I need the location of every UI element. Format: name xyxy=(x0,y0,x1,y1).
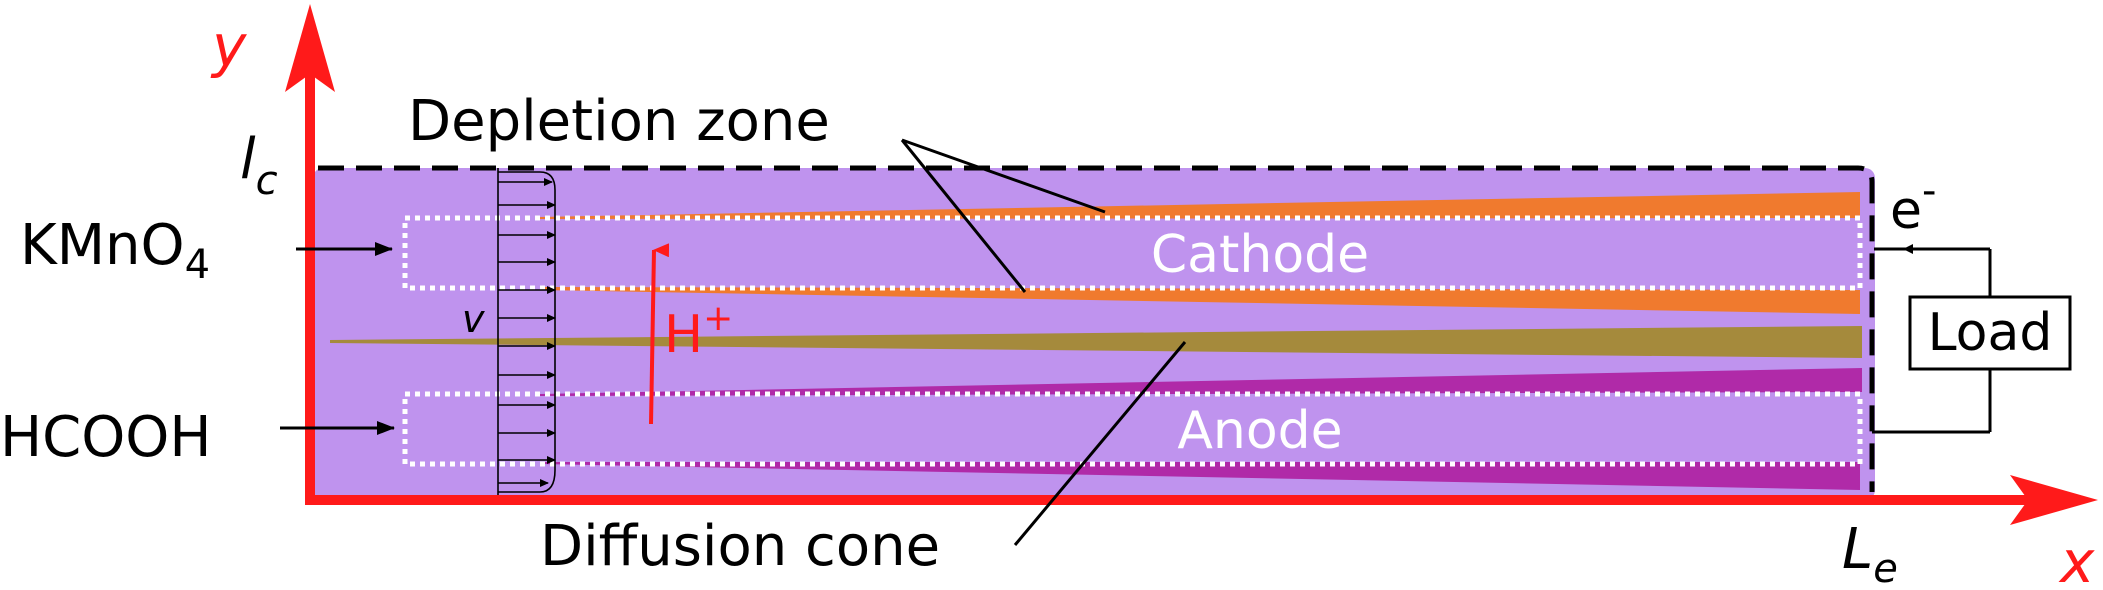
diffusion-cone-label: Diffusion cone xyxy=(540,514,940,579)
load-label: Load xyxy=(1928,303,2053,363)
x-axis-arrowhead xyxy=(2010,475,2098,525)
depletion-leader-upper xyxy=(901,138,1106,214)
y-axis-arrowhead xyxy=(285,4,335,92)
diffusion-cone xyxy=(330,326,1862,358)
y-axis-label: y xyxy=(210,12,247,80)
anode-depletion-top xyxy=(540,368,1862,396)
proton-transport-arrow xyxy=(649,243,670,425)
load-box xyxy=(1908,295,2072,371)
cathode-depletion-top xyxy=(540,192,1860,219)
velocity-profile xyxy=(497,168,556,496)
fuel-inlet-label: HCOOH xyxy=(0,405,211,470)
cathode-depletion-bottom xyxy=(540,287,1860,314)
x-axis-label: x xyxy=(2058,528,2095,590)
cathode-electrode xyxy=(402,215,1863,291)
channel-top-boundary xyxy=(318,165,1875,492)
anode-electrode xyxy=(402,391,1863,467)
cathode-label: Cathode xyxy=(1151,225,1369,285)
anode-depletion-bottom xyxy=(540,462,1860,490)
depletion-leader-lower xyxy=(900,139,1027,293)
anode-label: Anode xyxy=(1177,401,1342,461)
oxidant-inlet-label: KMnO4 xyxy=(20,213,210,288)
channel-length-symbol: Le xyxy=(1842,517,1898,590)
velocity-symbol: v xyxy=(462,297,485,341)
depletion-zone-label: Depletion zone xyxy=(408,89,830,154)
channel-height-symbol: lc xyxy=(240,127,278,204)
diffusion-leader xyxy=(1013,341,1187,546)
electron-label: e- xyxy=(1890,168,1936,241)
proton-label: H+ xyxy=(664,298,733,365)
